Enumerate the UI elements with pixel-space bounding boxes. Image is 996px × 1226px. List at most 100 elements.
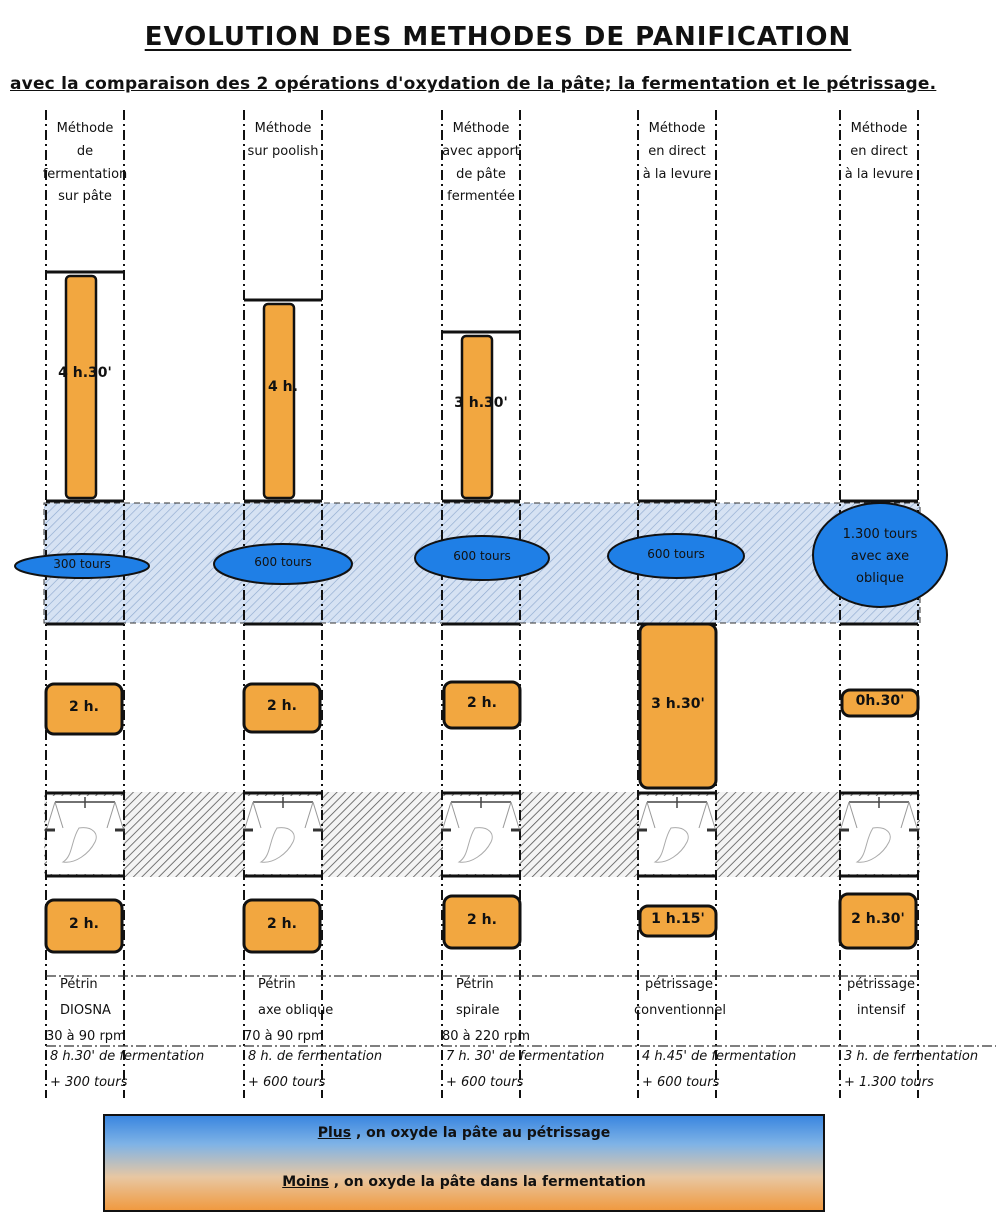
first-fermentation-bar-3 — [460, 334, 494, 500]
mixer-label-line: Pétrin — [456, 977, 494, 992]
column-header-line: fermentation — [42, 166, 128, 182]
balance-cell-5 — [841, 796, 917, 874]
second-fermentation-label-5: 0h.30' — [855, 693, 905, 709]
summary-line: + 600 tours — [248, 1075, 326, 1090]
page-title: EVOLUTION DES METHODES DE PANIFICATION — [144, 22, 852, 52]
kneading-turns-line: avec axe — [850, 549, 910, 565]
first-fermentation-label-3: 3 h.30' — [454, 395, 508, 411]
first-fermentation-bar-1 — [64, 274, 98, 500]
balance-scale-icon — [243, 797, 323, 863]
mixer-label-line: pétrissage — [644, 977, 714, 992]
final-proof-box-5 — [838, 892, 918, 950]
mixer-label-line: axe oblique — [258, 1003, 334, 1018]
kneading-turns-line: 300 tours — [53, 557, 111, 571]
kneading-turns-label-5: 1.300 tours avec axe oblique — [820, 524, 940, 590]
kneading-ellipse-4 — [607, 533, 745, 579]
column-header-line: de pâte fermentée — [447, 166, 515, 205]
first-fermentation-label-2: 4 h. — [268, 379, 298, 395]
second-fermentation-box-1 — [44, 682, 124, 736]
kneading-turns-label-1: 300 tours — [22, 555, 142, 574]
column-header-line: avec apport — [442, 143, 520, 159]
column-header-3: Méthode avec apport de pâte fermentée — [436, 118, 526, 209]
second-fermentation-box-3 — [442, 680, 522, 730]
kneading-ellipse-2 — [213, 543, 353, 585]
column-header-line: de — [76, 143, 94, 159]
kneading-turns-line: 600 tours — [254, 555, 312, 569]
summary-1: 8 h.30' de fermentation+ 300 tours — [50, 1044, 204, 1096]
summary-line: 8 h.30' de fermentation — [50, 1049, 205, 1064]
first-fermentation-label-1: 4 h.30' — [58, 365, 112, 381]
balance-cell-1 — [47, 796, 123, 874]
column-header-line: à la levure — [844, 166, 914, 182]
balance-cell-3 — [443, 796, 519, 874]
mixer-label-2: Pétrin axe oblique 70 à 90 rpm — [240, 972, 352, 1050]
mixer-label-line: Pétrin — [60, 977, 98, 992]
final-proof-label-5: 2 h.30' — [851, 911, 905, 927]
final-proof-label-4: 1 h.15' — [651, 911, 705, 927]
page-subtitle: avec la comparaison des 2 opérations d'o… — [10, 74, 937, 94]
final-proof-box-4 — [638, 904, 718, 938]
kneading-turns-line: oblique — [856, 571, 904, 587]
summary-line: + 600 tours — [642, 1075, 720, 1090]
kneading-ellipse-3 — [414, 535, 550, 581]
column-header-line: Méthode — [452, 121, 510, 136]
mixer-label-line: 30 à 90 rpm — [46, 1029, 126, 1044]
column-header-line: sur poolish — [247, 143, 319, 159]
summary-3: 7 h. 30' de fermentation + 600 tours — [446, 1044, 604, 1096]
kneading-turns-line: 600 tours — [453, 549, 511, 563]
mixer-label-line: Pétrin — [258, 977, 296, 992]
second-fermentation-label-2: 2 h. — [267, 698, 297, 714]
legend-moins-line: Moins , on oxyde la pâte dans la ferment… — [282, 1174, 646, 1190]
summary-line: 4 h.45' de fermentation — [642, 1049, 797, 1064]
column-header-5: Méthode en direct à la levure — [834, 118, 924, 186]
balance-scale-icon — [45, 797, 125, 863]
mixer-label-line: 70 à 90 rpm — [244, 1029, 324, 1044]
mixer-label-5: pétrissage intensif — [836, 972, 926, 1024]
second-fermentation-box-2 — [242, 682, 322, 734]
final-proof-label-3: 2 h. — [467, 912, 497, 928]
summary-line: + 600 tours — [446, 1075, 524, 1090]
summary-line: + 1.300 tours — [844, 1075, 934, 1090]
second-fermentation-label-1: 2 h. — [69, 699, 99, 715]
kneading-turns-label-2: 600 tours — [223, 553, 343, 572]
kneading-ellipse-1 — [14, 553, 150, 579]
summary-line: 8 h. de fermentation — [248, 1049, 383, 1064]
column-header-line: sur pâte — [58, 189, 112, 205]
second-fermentation-label-4: 3 h.30' — [651, 696, 705, 712]
column-header-line: Méthode — [648, 121, 706, 136]
oxidation-legend: Plus , on oxyde la pâte au pétrissage Mo… — [103, 1114, 825, 1212]
mixer-label-line: intensif — [856, 1003, 906, 1018]
second-fermentation-box-5 — [840, 688, 920, 718]
summary-5: 3 h. de fermentation + 1.300 tours — [844, 1044, 978, 1096]
column-header-line: en direct — [648, 143, 706, 159]
mixer-label-line: pétrissage — [846, 977, 916, 992]
column-header-line: en direct — [850, 143, 908, 159]
first-fermentation-bar-2 — [262, 302, 296, 500]
balance-scale-icon — [637, 797, 717, 863]
balance-scale-icon — [441, 797, 521, 863]
column-header-line: à la levure — [642, 166, 712, 182]
column-header-line: Méthode — [850, 121, 908, 136]
balance-cell-2 — [245, 796, 321, 874]
mixer-label-line: DIOSNA — [60, 1003, 111, 1018]
mixer-label-line: spirale — [456, 1003, 500, 1018]
kneading-turns-line: 600 tours — [647, 547, 705, 561]
summary-2: 8 h. de fermentation + 600 tours — [248, 1044, 382, 1096]
balance-cell-4 — [639, 796, 715, 874]
summary-line: 3 h. de fermentation — [844, 1049, 979, 1064]
kneading-turns-label-4: 600 tours — [616, 545, 736, 564]
column-header-2: Méthode sur poolish — [238, 118, 328, 164]
column-header-1: Méthode de fermentation sur pâte — [40, 118, 130, 209]
column-header-line: Méthode — [254, 121, 312, 136]
legend-plus-line: Plus , on oxyde la pâte au pétrissage — [317, 1125, 611, 1141]
column-header-line: Méthode — [56, 121, 114, 136]
second-fermentation-box-4 — [638, 622, 718, 790]
balance-scale-icon — [839, 797, 919, 863]
summary-4: 4 h.45' de fermentation + 600 tours — [642, 1044, 796, 1096]
kneading-turns-line: 1.300 tours — [842, 527, 918, 542]
summary-line: 7 h. 30' de fermentation — [446, 1049, 605, 1064]
